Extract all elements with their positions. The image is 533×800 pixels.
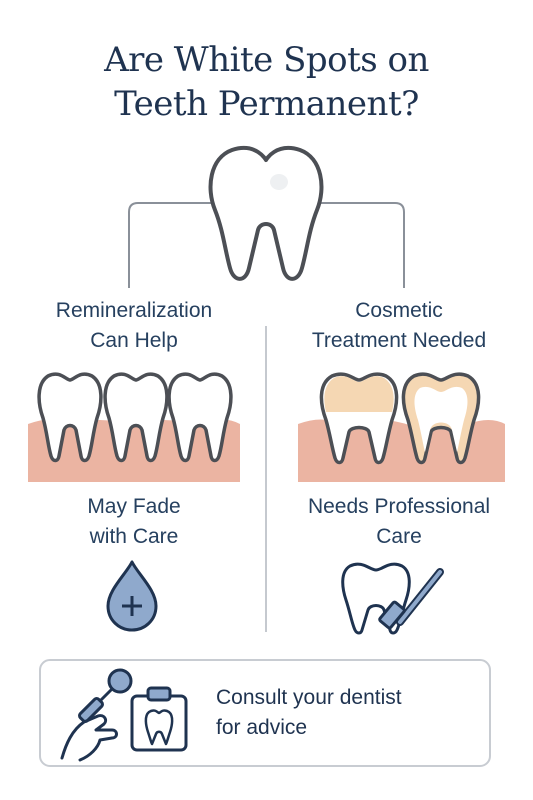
title-line-1: Are White Spots on [104, 40, 429, 80]
consult-line-2: for advice [216, 716, 308, 739]
cosmetic-heading: Cosmetic Treatment Needed [272, 296, 526, 356]
needs-professional-line-1: Needs Professional [307, 495, 491, 518]
cosmetic-heading-line-1: Cosmetic [355, 299, 443, 322]
tooth-brush-icon [341, 562, 444, 635]
water-drop-plus-icon [106, 560, 158, 632]
remineralization-teeth-illustration [28, 372, 240, 482]
dental-mirror-icon [60, 668, 133, 762]
needs-professional-text: Needs Professional Care [272, 492, 526, 552]
connector-bracket [128, 202, 405, 288]
left-tooth-1 [37, 372, 103, 463]
may-fade-text: May Fade with Care [10, 492, 258, 552]
remineralization-heading: Remineralization Can Help [10, 296, 258, 356]
may-fade-line-2: with Care [89, 525, 179, 548]
tooth-chart-icon [130, 686, 188, 752]
top-tooth-icon [208, 146, 324, 281]
veneer-stain [324, 376, 394, 412]
needs-professional-line-2: Care [376, 525, 422, 548]
left-tooth-3 [167, 372, 233, 463]
remineralization-heading-line-2: Can Help [90, 329, 178, 352]
title-line-2: Teeth Permanent? [114, 84, 419, 124]
may-fade-line-1: May Fade [87, 495, 181, 518]
crown-inner [414, 386, 468, 452]
cosmetic-teeth-illustration [298, 372, 505, 482]
consult-line-1: Consult your dentist [216, 686, 402, 709]
page-title: Are White Spots on Teeth Permanent? [0, 38, 533, 126]
left-tooth-2 [103, 372, 169, 463]
remineralization-heading-line-1: Remineralization [55, 299, 213, 322]
consult-text: Consult your dentist for advice [216, 683, 402, 743]
cosmetic-heading-line-2: Treatment Needed [311, 329, 487, 352]
white-spot [270, 174, 288, 190]
